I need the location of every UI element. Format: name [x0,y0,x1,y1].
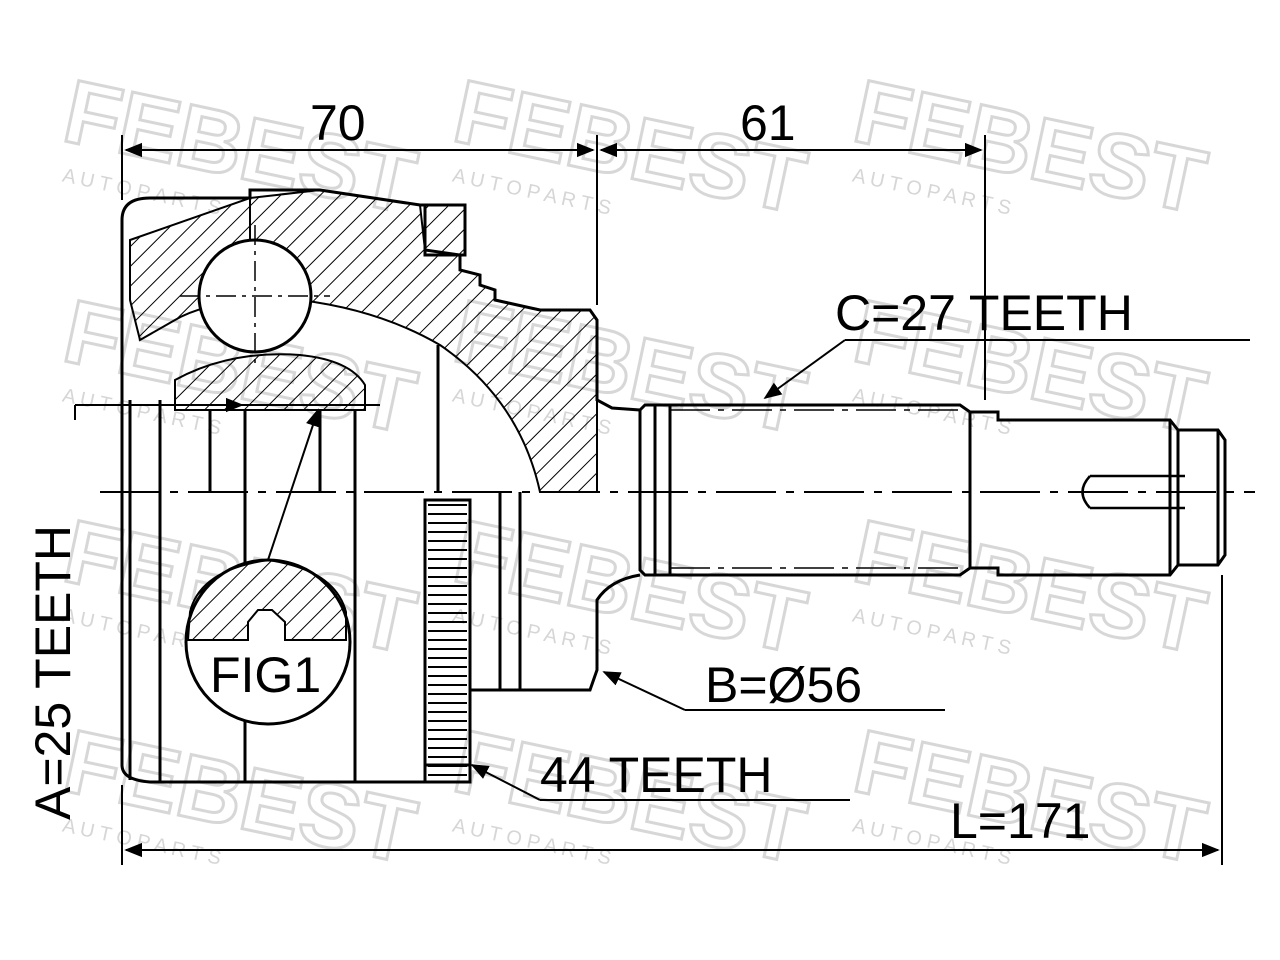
watermark-brand: FEBEST [56,712,424,884]
watermark-brand: FEBEST [846,62,1214,234]
spline-a-label: A=25 TEETH [25,525,81,820]
shaft [638,403,1227,577]
dimension-lines [74,135,1250,865]
abs-teeth-label: 44 TEETH [540,747,773,803]
fig1-label: FIG1 [210,647,321,703]
length-label: L=171 [950,793,1090,849]
spline-c-label: C=27 TEETH [835,285,1133,341]
diameter-b-label: B=Ø56 [705,657,862,713]
fig1-detail: FIG1 [184,408,352,726]
dim-70-label: 70 [310,95,366,151]
dim-61-label: 61 [740,95,796,151]
abs-ring [423,498,472,784]
ball-element [180,225,330,368]
watermark-brand: FEBEST [846,502,1214,674]
hatched-section [129,188,598,493]
